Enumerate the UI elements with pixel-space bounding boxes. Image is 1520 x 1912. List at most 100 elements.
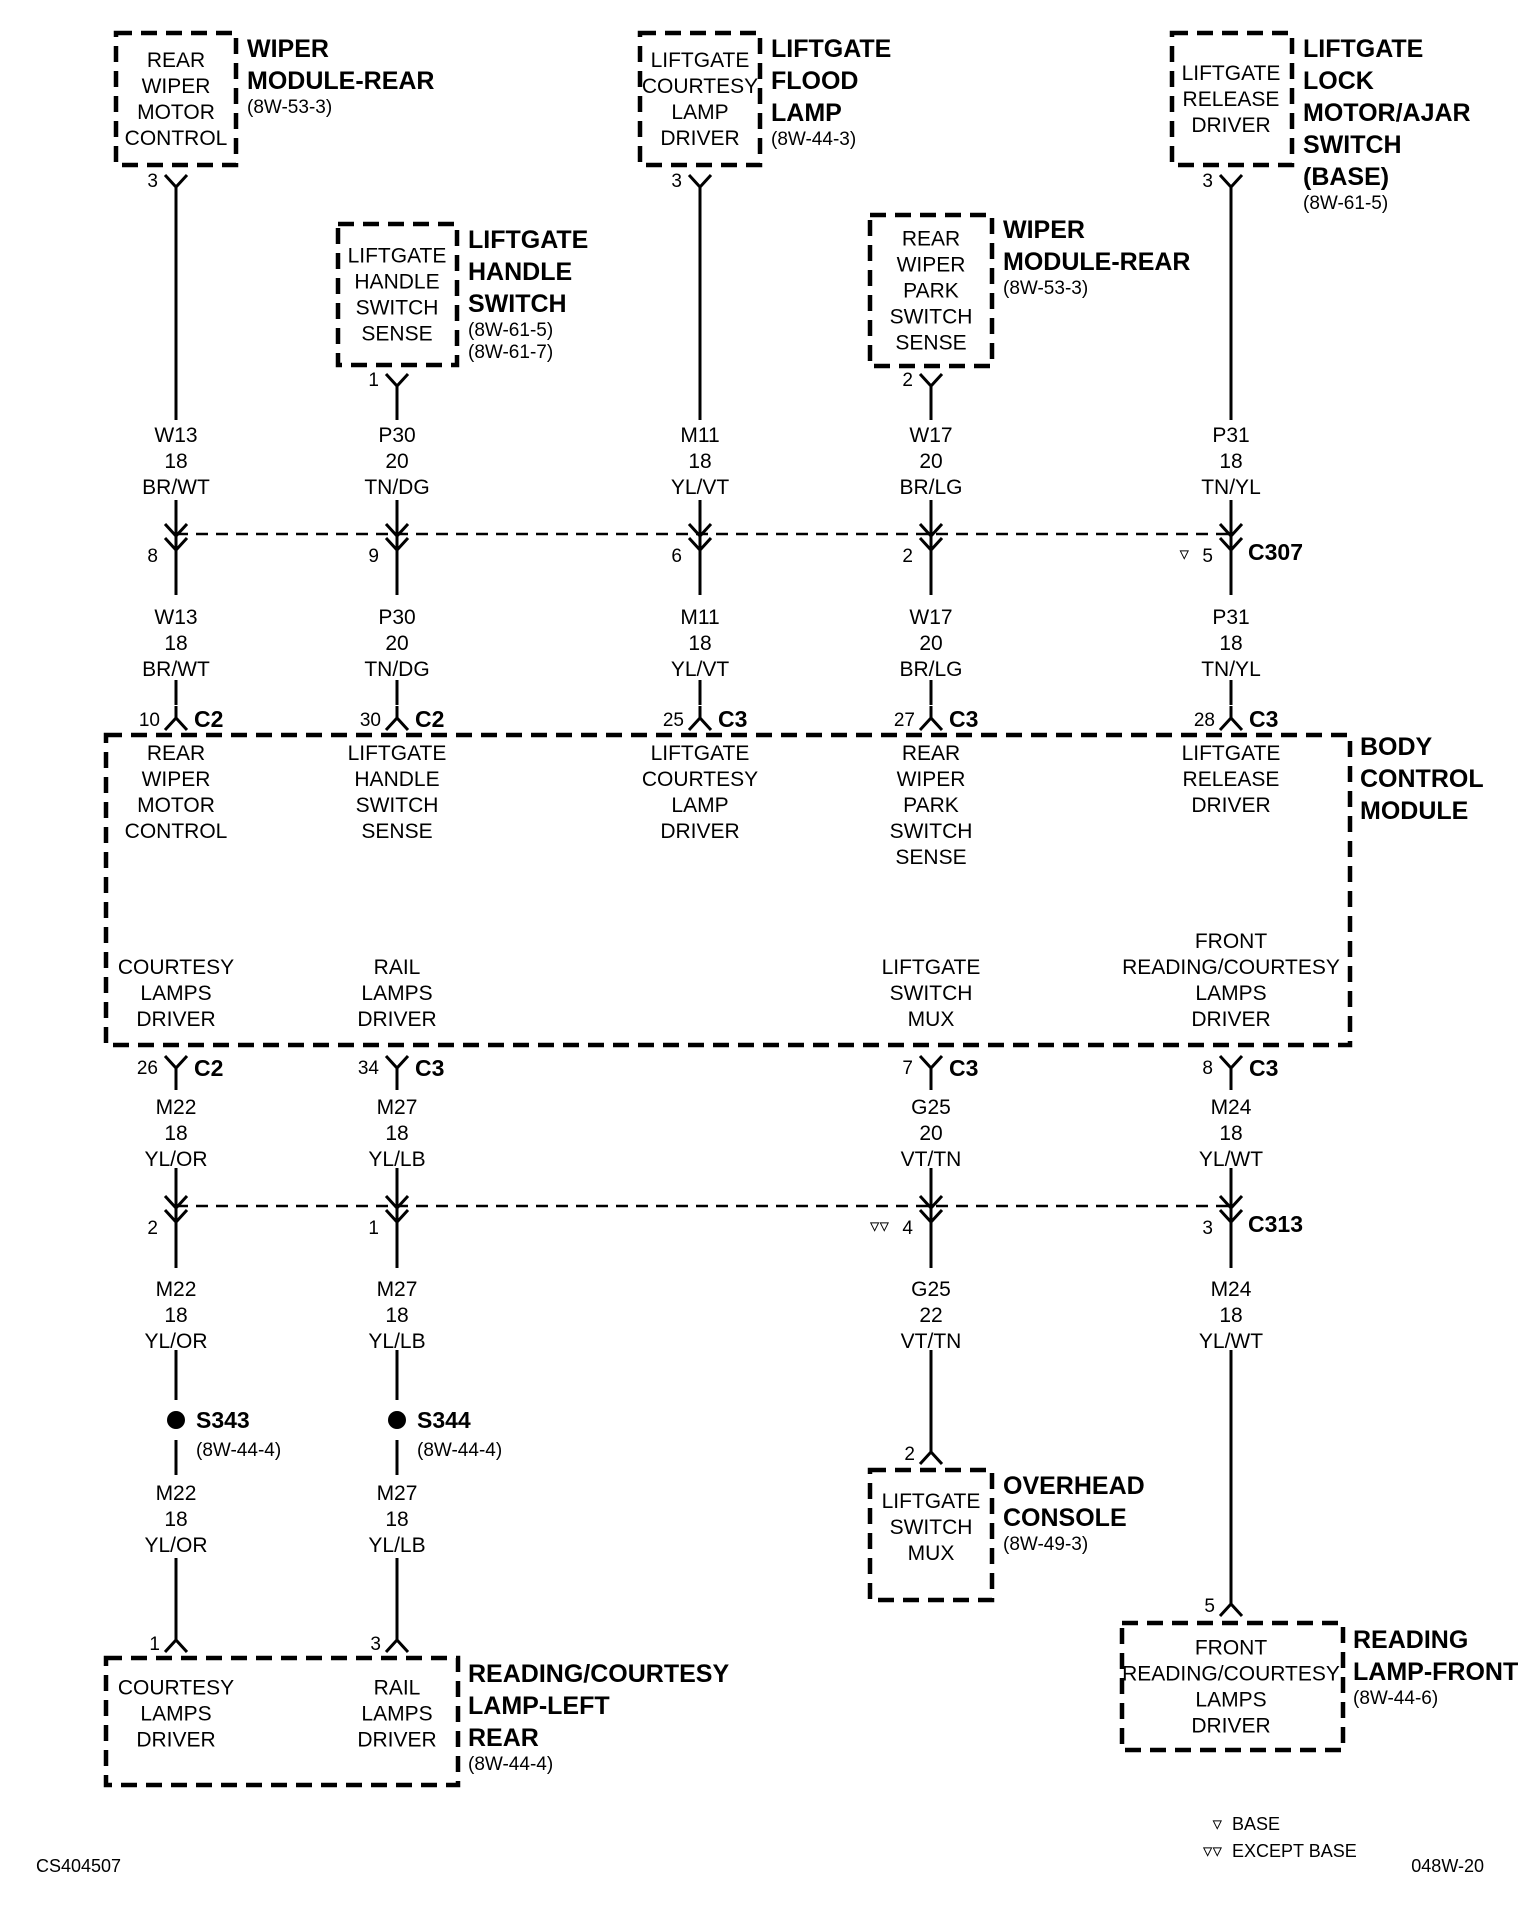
overhead-console-function-label: MUX: [908, 1542, 955, 1565]
wire-code: 20: [385, 450, 408, 473]
liftgate-lock-motor-terminal: [1218, 173, 1244, 199]
bcm-function-label: DRIVER: [136, 1008, 215, 1031]
wire-code: YL/OR: [144, 1148, 207, 1171]
reading-courtesy-lamp-left-rear-title: LAMP-LEFT: [468, 1692, 610, 1720]
bcm-function-label: MOTOR: [137, 794, 215, 817]
wiper-module-rear-2-function-label: REAR: [902, 228, 960, 251]
wire-code: 18: [164, 1304, 187, 1327]
wire-code: M22: [156, 1278, 197, 1301]
liftgate-handle-switch-title: HANDLE: [468, 258, 572, 286]
wiper-module-rear-1-title: MODULE-REAR: [247, 67, 435, 95]
pin-number: 1: [368, 1218, 379, 1239]
inline-connector-terminal: [687, 518, 713, 562]
liftgate-flood-lamp-title: FLOOD: [771, 67, 859, 95]
wire-code: VT/TN: [901, 1330, 962, 1353]
reading-courtesy-lamp-left-rear-function-label: LAMPS: [140, 1703, 211, 1726]
bcm-connector-label: C2: [194, 1055, 223, 1081]
wire-code: G25: [911, 1096, 951, 1119]
bcm-function-label: WIPER: [897, 768, 966, 791]
wiper-module-rear-2-function-label: WIPER: [897, 254, 966, 277]
liftgate-flood-lamp-box: [637, 30, 763, 168]
bcm-function-label: SWITCH: [890, 982, 973, 1005]
pin-number: 10: [139, 710, 160, 731]
pin-number: 1: [149, 1634, 160, 1655]
pin-number: 2: [147, 1218, 158, 1239]
liftgate-lock-motor-title: MOTOR/AJAR: [1303, 99, 1471, 127]
wire-code: YL/LB: [368, 1330, 425, 1353]
splice-label: S343: [196, 1407, 250, 1433]
pin-number: 2: [902, 370, 913, 391]
wire-code: BR/LG: [899, 658, 962, 681]
bcm-function-label: COURTESY: [642, 768, 758, 791]
wire-code: 20: [919, 450, 942, 473]
liftgate-lock-motor-title: (BASE): [1303, 163, 1389, 191]
liftgate-lock-motor-reference: (8W-61-5): [1303, 193, 1388, 214]
bcm-function-label: CONTROL: [125, 820, 228, 843]
pin-number: 34: [358, 1058, 380, 1079]
bcm-terminal: [687, 706, 713, 732]
pin-number: 3: [370, 1634, 381, 1655]
legend-mark: ▿▿: [1203, 1841, 1223, 1862]
reading-courtesy-lamp-left-rear-function-label: COURTESY: [118, 1677, 234, 1700]
wire-code: P31: [1212, 606, 1249, 629]
overhead-console-reference: (8W-49-3): [1003, 1534, 1088, 1555]
wire-code: 18: [1219, 1122, 1242, 1145]
bcm-connector-label: C3: [949, 706, 978, 732]
bcm-connector-label: C3: [415, 1055, 444, 1081]
bcm-function-label: LIFTGATE: [348, 742, 447, 765]
wiper-module-rear-2-title: MODULE-REAR: [1003, 248, 1191, 276]
reading-courtesy-lamp-left-rear-box: [103, 1655, 461, 1788]
wire-code: BR/WT: [142, 658, 210, 681]
wire-code: 22: [919, 1304, 942, 1327]
inline-connector-terminal: [384, 1190, 410, 1234]
legend-text: EXCEPT BASE: [1232, 1841, 1357, 1861]
pin-number: 9: [368, 546, 379, 567]
wire-code: 20: [385, 632, 408, 655]
wire-code: W17: [909, 606, 952, 629]
wiper-module-rear-1-reference: (8W-53-3): [247, 97, 332, 118]
bcm-function-label: RELEASE: [1183, 768, 1280, 791]
wire-code: M27: [377, 1096, 418, 1119]
reading-lamp-front-box: [1119, 1620, 1346, 1753]
splice-dot: [167, 1411, 185, 1429]
liftgate-flood-lamp-function-label: LIFTGATE: [651, 49, 750, 72]
wire-code: YL/WT: [1199, 1148, 1263, 1171]
c307-label: C307: [1248, 539, 1303, 565]
liftgate-lock-motor-box: [1169, 30, 1295, 168]
component-terminal: [384, 1628, 410, 1654]
reading-lamp-front-function-label: DRIVER: [1191, 1715, 1270, 1738]
liftgate-flood-lamp-function-label: COURTESY: [642, 75, 758, 98]
bcm-terminal: [163, 1054, 189, 1080]
reading-courtesy-lamp-left-rear-function-label: LAMPS: [361, 1703, 432, 1726]
component-terminal: [918, 1440, 944, 1466]
reading-lamp-front-function-label: LAMPS: [1195, 1689, 1266, 1712]
liftgate-handle-switch-function-label: SWITCH: [356, 297, 439, 320]
reading-lamp-front-title: LAMP-FRONT: [1353, 1658, 1518, 1686]
bcm-connector-label: C3: [949, 1055, 978, 1081]
wire-code: M27: [377, 1482, 418, 1505]
wiper-module-rear-2-box: [867, 212, 995, 369]
figure-code: CS404507: [36, 1856, 121, 1876]
reading-courtesy-lamp-left-rear-reference: (8W-44-4): [468, 1754, 553, 1775]
inline-connector-terminal: [1218, 1190, 1244, 1234]
overhead-console-function-label: LIFTGATE: [882, 1490, 981, 1513]
splice-reference: (8W-44-4): [196, 1440, 281, 1461]
body-control-module-box: [103, 732, 1353, 1048]
liftgate-flood-lamp-function-label: DRIVER: [660, 127, 739, 150]
c313-label: C313: [1248, 1211, 1303, 1237]
wire-code: M11: [680, 424, 719, 447]
bcm-function-label: SENSE: [895, 846, 966, 869]
pin-number: 2: [904, 1444, 915, 1465]
bcm-function-label: MUX: [908, 1008, 955, 1031]
inline-connector-terminal: [918, 1190, 944, 1234]
wire-code: 18: [1219, 632, 1242, 655]
wire-code: 18: [688, 450, 711, 473]
inline-connector-terminal: [1218, 518, 1244, 562]
wiper-module-rear-1-box: [113, 30, 239, 168]
bcm-connector-label: C3: [718, 706, 747, 732]
bcm-function-label: SENSE: [361, 820, 432, 843]
liftgate-flood-lamp-title: LAMP: [771, 99, 842, 127]
liftgate-lock-motor-title: LOCK: [1303, 67, 1374, 95]
liftgate-lock-motor-title: LIFTGATE: [1303, 35, 1423, 63]
wire-code: P30: [378, 424, 415, 447]
